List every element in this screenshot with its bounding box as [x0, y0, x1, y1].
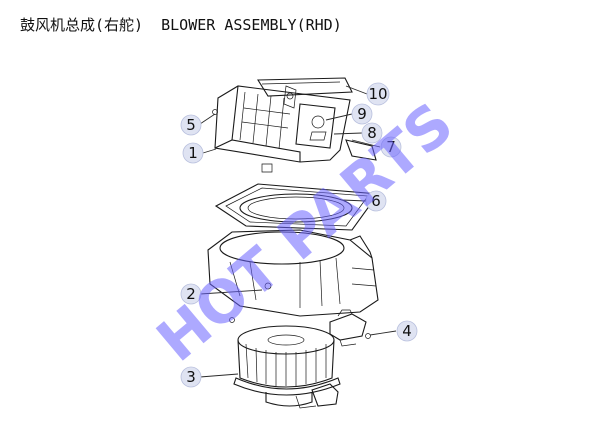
callout-6: 6 [365, 190, 387, 212]
callout-5: 5 [180, 114, 202, 136]
callout-1-number: 1 [188, 144, 198, 162]
callout-2: 2 [180, 283, 202, 305]
diagram-title: 鼓风机总成(右舵) BLOWER ASSEMBLY(RHD) [20, 16, 342, 34]
scroll-case-drawing [207, 229, 379, 323]
callout-7-circle [380, 136, 402, 158]
callout-4: 4 [396, 320, 418, 342]
callout-4-number: 4 [402, 322, 412, 340]
callout-1-circle [182, 142, 204, 164]
callout-10-circle [366, 82, 390, 106]
callout-9-circle [351, 103, 373, 125]
callout-3: 3 [180, 366, 202, 388]
intake-housing-drawing [212, 77, 377, 173]
callout-3-number: 3 [186, 368, 196, 386]
gasket-drawing [214, 183, 380, 231]
callout-8-number: 8 [367, 124, 377, 142]
callout-2-circle [180, 283, 202, 305]
leader-lines [199, 85, 397, 378]
blower-motor-drawing [233, 325, 341, 409]
callout-6-circle [365, 190, 387, 212]
callout-3-circle [180, 366, 202, 388]
callout-9: 9 [351, 103, 373, 125]
callout-4-circle [396, 320, 418, 342]
callout-2-number: 2 [186, 285, 196, 303]
callout-5-number: 5 [186, 116, 196, 134]
callout-6-number: 6 [371, 192, 381, 210]
callout-10-number: 10 [368, 85, 387, 103]
callout-8: 8 [361, 122, 383, 144]
callout-5-circle [180, 114, 202, 136]
callout-7: 7 [380, 136, 402, 158]
callout-9-number: 9 [357, 105, 367, 123]
callout-8-circle [361, 122, 383, 144]
callout-10: 10 [366, 82, 390, 106]
resistor-drawing [329, 309, 371, 347]
callout-1: 1 [182, 142, 204, 164]
callout-7-number: 7 [386, 138, 396, 156]
